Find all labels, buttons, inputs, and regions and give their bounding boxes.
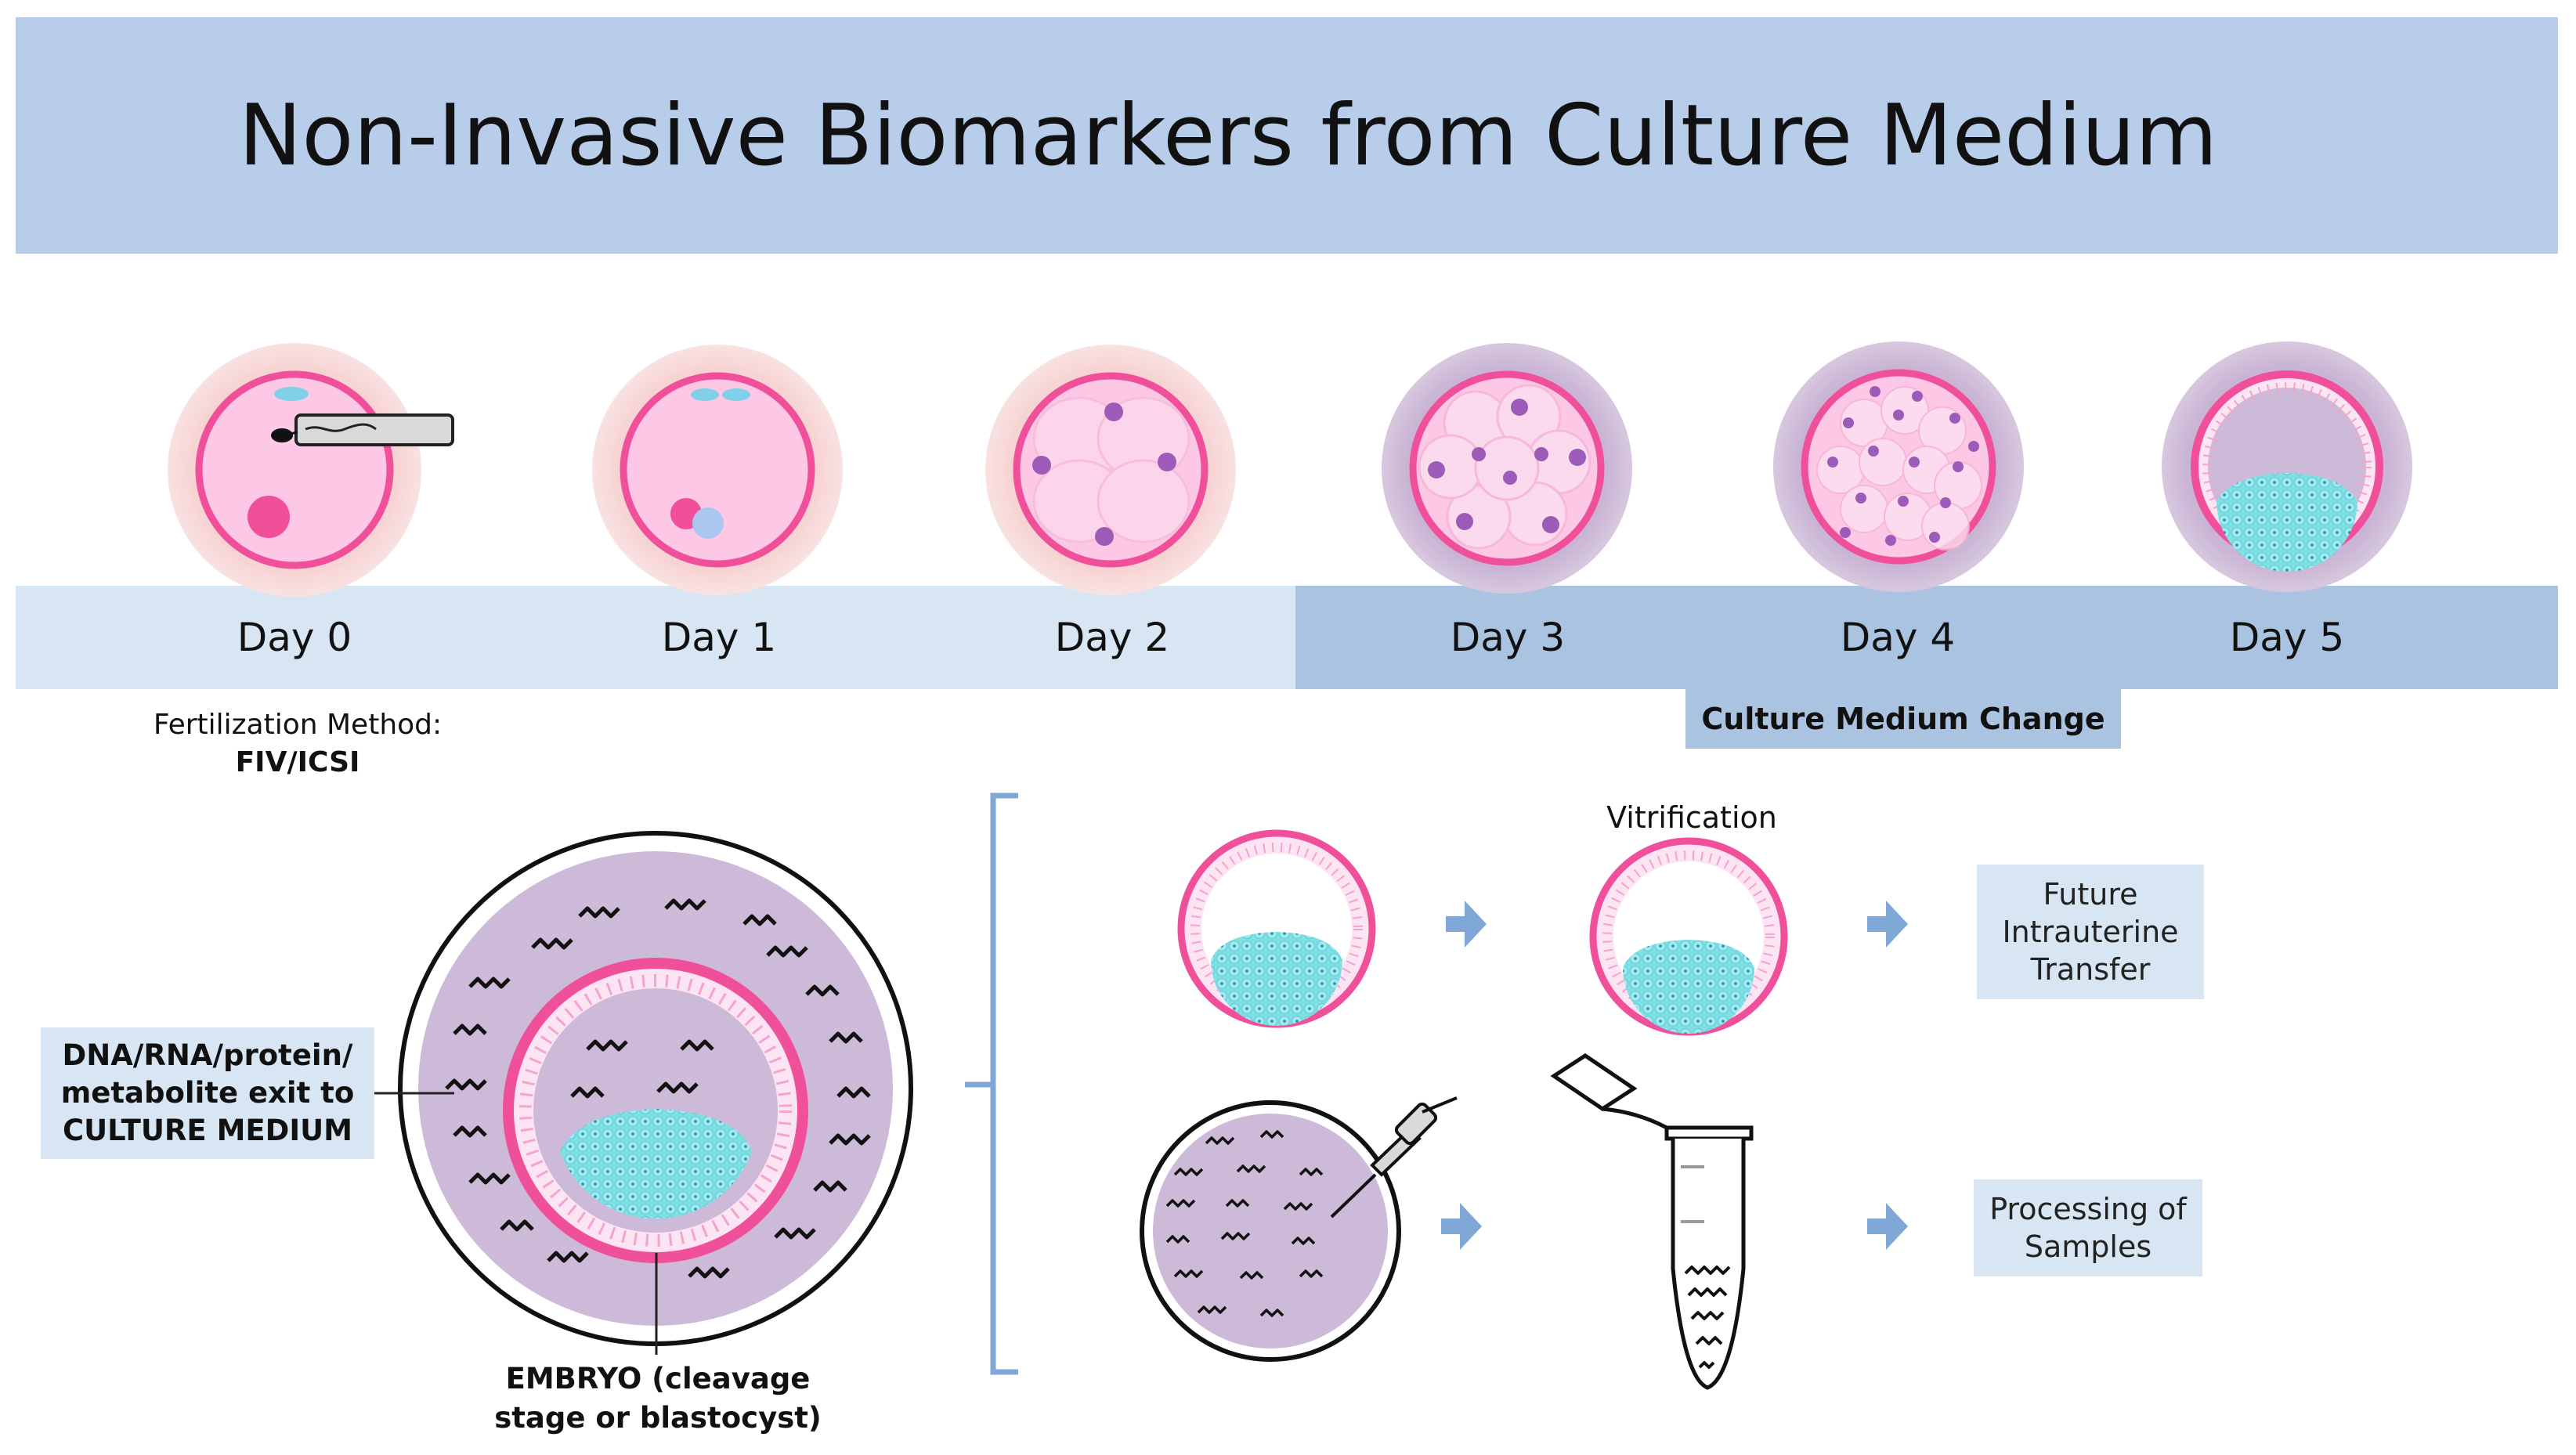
fertilization-method-label: Fertilization Method: FIV/ICSI xyxy=(94,706,501,782)
embryo-stage-label: EMBRYO (cleavage stage or blastocyst) xyxy=(454,1359,862,1438)
biomolecule-exit-line3: CULTURE MEDIUM xyxy=(62,1114,353,1147)
embryo-day2 xyxy=(985,345,1236,595)
day-label-5: Day 5 xyxy=(2229,615,2345,660)
biomolecule-exit-label: DNA/RNA/protein/ metabolite exit to CULT… xyxy=(41,1027,374,1159)
future-transfer-line3: Transfer xyxy=(2030,952,2151,987)
day-label-1: Day 1 xyxy=(661,615,777,660)
biomolecule-exit-line1: DNA/RNA/protein/ xyxy=(62,1038,353,1072)
sample-processing-line1: Processing of xyxy=(1989,1192,2187,1226)
embryo-day4 xyxy=(1773,341,2024,592)
future-transfer-line1: Future xyxy=(2043,877,2138,912)
arrow-icon-4 xyxy=(1867,1203,1908,1250)
day-label-3: Day 3 xyxy=(1450,615,1566,660)
sample-processing-box: Processing of Samples xyxy=(1974,1179,2202,1276)
biomolecule-exit-line2: metabolite exit to xyxy=(60,1076,355,1110)
micropipette-icon xyxy=(1330,1096,1458,1219)
fertilization-method-value: FIV/ICSI xyxy=(235,746,360,778)
embryo-stage-line2: stage or blastocyst) xyxy=(494,1401,822,1435)
fertilization-method-caption: Fertilization Method: xyxy=(153,709,443,741)
embryo-day5 xyxy=(2162,341,2412,592)
day-label-4: Day 4 xyxy=(1840,615,1956,660)
grouping-brace xyxy=(965,792,1018,1375)
eppendorf-tube-icon xyxy=(1550,1052,1754,1390)
blastocyst-small-1 xyxy=(1177,829,1376,1028)
icsi-pipette-icon xyxy=(271,413,454,446)
culture-dish-large xyxy=(398,831,913,1346)
future-transfer-box: Future Intrauterine Transfer xyxy=(1977,865,2204,999)
page-title: Non-Invasive Biomarkers from Culture Med… xyxy=(238,86,2218,185)
day-label-0: Day 0 xyxy=(237,615,352,660)
culture-dish-sample xyxy=(1140,1100,1401,1362)
vitrification-label: Vitrification xyxy=(1606,800,1777,835)
culture-medium-change-badge: Culture Medium Change xyxy=(1685,689,2121,749)
future-transfer-line2: Intrauterine xyxy=(2002,915,2179,949)
arrow-icon-1 xyxy=(1446,901,1487,948)
day-label-2: Day 2 xyxy=(1054,615,1170,660)
embryo-day3 xyxy=(1382,343,1632,594)
embryo-day1 xyxy=(592,345,843,595)
sample-processing-line2: Samples xyxy=(2024,1229,2152,1264)
blastocyst-vitrified xyxy=(1589,837,1788,1036)
title-banner: Non-Invasive Biomarkers from Culture Med… xyxy=(16,17,2558,254)
embryo-day0 xyxy=(168,343,454,597)
arrow-icon-3 xyxy=(1441,1203,1482,1250)
day-strip-early xyxy=(16,586,1295,689)
arrow-icon-2 xyxy=(1867,901,1908,948)
embryo-stage-line1: EMBRYO (cleavage xyxy=(505,1362,811,1395)
day-strip-late xyxy=(1295,586,2558,689)
